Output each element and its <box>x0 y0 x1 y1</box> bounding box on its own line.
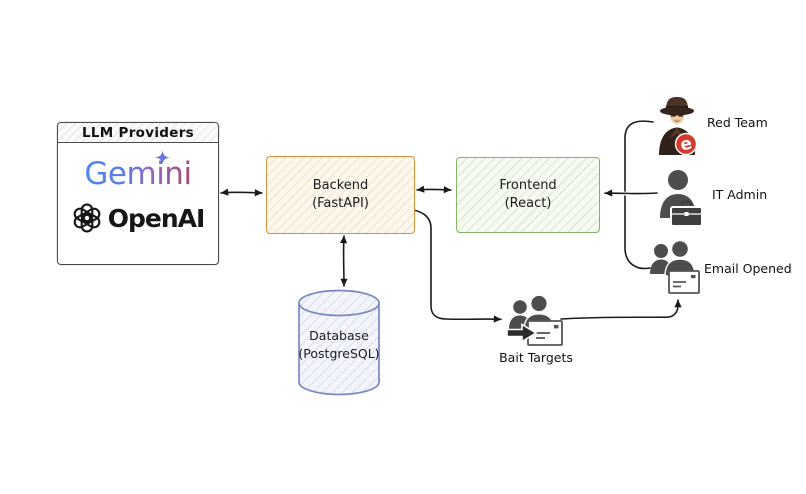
bait-targets-icon <box>506 294 563 346</box>
it-admin-label: IT Admin <box>712 187 768 202</box>
arrow-bait-targets-email-opened <box>560 299 682 320</box>
gemini-logo: Gemini <box>58 150 218 192</box>
llm-providers-title: LLM Providers <box>58 123 218 143</box>
arrow-junction-frontend <box>604 189 658 197</box>
openai-wordmark: OpenAI <box>107 203 206 233</box>
email-opened-icon <box>650 239 700 294</box>
frontend-node[interactable]: Frontend (React) <box>456 157 600 233</box>
it-admin-icon <box>660 170 703 227</box>
database-cylinder-icon <box>298 289 380 396</box>
it-admin-actor[interactable] <box>657 168 705 236</box>
gemini-sparkle-icon <box>155 150 170 165</box>
red-team-label: Red Team <box>707 115 768 130</box>
backend-name: Backend <box>312 177 369 193</box>
line-email-opened-junction <box>624 195 651 270</box>
line-red-team-junction <box>624 120 654 192</box>
arrow-backend-frontend <box>416 185 452 194</box>
database-tech: (PostgreSQL) <box>298 346 380 362</box>
send-arrow-icon <box>506 323 538 343</box>
envelope-icon <box>668 270 700 294</box>
spy-icon: e <box>659 97 698 156</box>
backend-node[interactable]: Backend (FastAPI) <box>266 156 415 234</box>
toolbox-icon <box>670 200 703 227</box>
bait-targets-actor[interactable] <box>505 294 565 354</box>
svg-text:e: e <box>678 133 694 155</box>
database-node[interactable]: Database (PostgreSQL) <box>297 289 381 397</box>
email-opened-label: Email Opened <box>704 261 792 276</box>
openai-logo: OpenAI <box>58 203 218 233</box>
red-team-actor[interactable]: e <box>653 93 701 165</box>
arrow-llm-backend <box>220 188 263 197</box>
database-name: Database <box>309 328 369 343</box>
backend-tech: (FastAPI) <box>312 196 369 211</box>
gemini-wordmark: Gemini <box>84 156 192 192</box>
email-opened-actor[interactable] <box>648 239 706 300</box>
llm-providers-box[interactable]: LLM Providers Gemini Op <box>57 122 219 265</box>
frontend-name: Frontend <box>499 177 557 193</box>
openai-knot-icon <box>73 203 101 233</box>
bait-targets-label: Bait Targets <box>499 350 573 365</box>
envelope-icon <box>527 320 563 346</box>
frontend-tech: (React) <box>504 196 552 211</box>
database-label: Database (PostgreSQL) <box>297 327 381 363</box>
